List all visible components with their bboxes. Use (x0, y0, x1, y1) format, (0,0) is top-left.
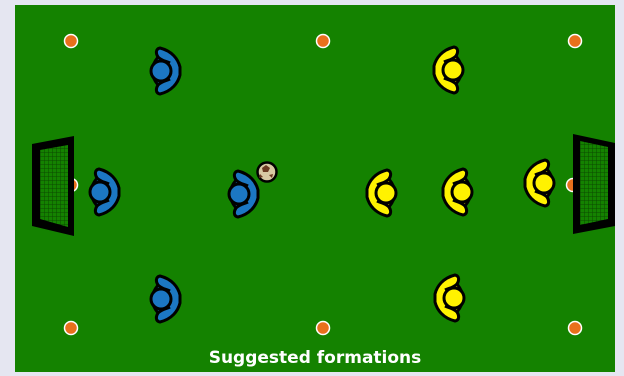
cone (569, 322, 582, 335)
cone (569, 35, 582, 48)
cone (65, 322, 78, 335)
cone (317, 322, 330, 335)
left-goal (32, 136, 74, 236)
soccer-ball (258, 163, 277, 182)
cone (317, 35, 330, 48)
caption: Suggested formations (15, 344, 615, 376)
right-goal (573, 134, 615, 234)
cone (65, 35, 78, 48)
